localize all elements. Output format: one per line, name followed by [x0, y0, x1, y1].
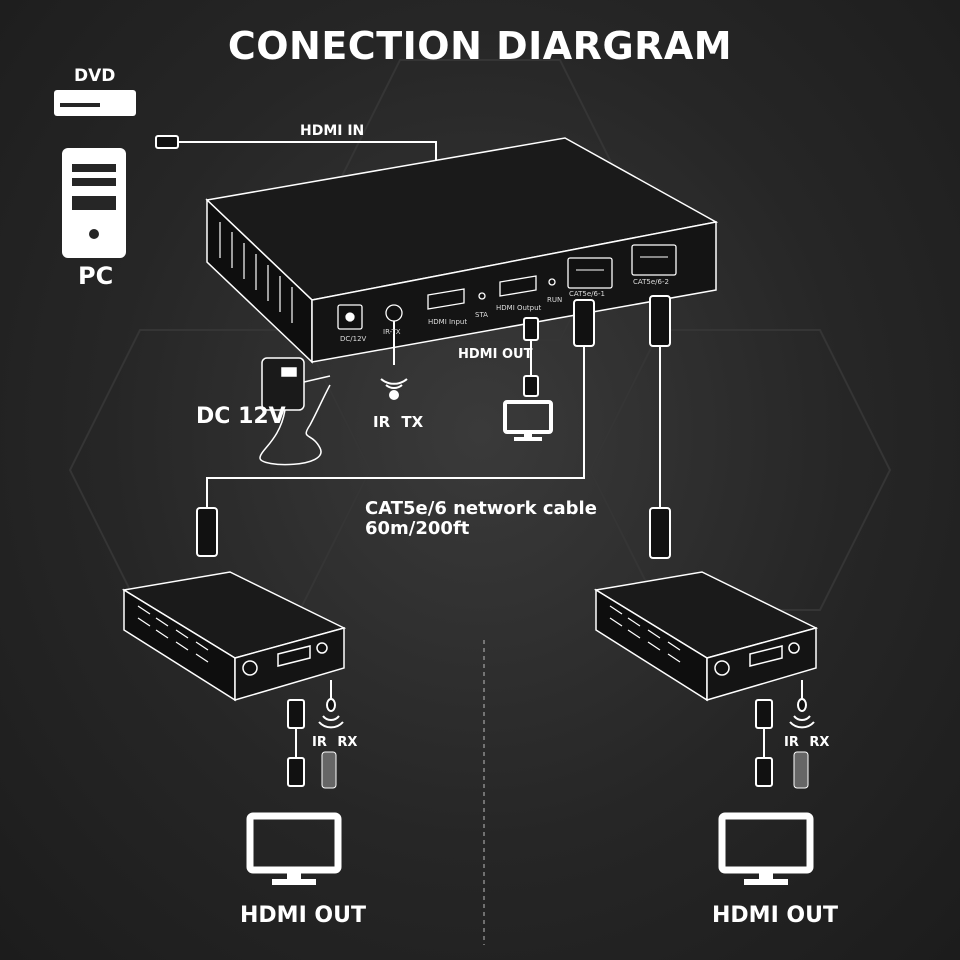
right-monitor-icon	[718, 812, 814, 885]
dvd-icon	[54, 90, 136, 116]
right-hdmi-out-label: HDMI OUT	[712, 903, 838, 928]
dvd-label: DVD	[74, 66, 116, 86]
small-monitor-icon	[503, 400, 553, 441]
left-hdmi-cable	[287, 699, 305, 787]
splitter-hdmi-out-label: HDMI OUT	[458, 347, 533, 362]
right-remote-icon	[793, 751, 809, 789]
right-hdmi-cable	[755, 699, 773, 787]
left-ir-rx-icon	[318, 680, 344, 729]
left-remote-icon	[321, 751, 337, 789]
right-ir-rx-icon	[789, 680, 815, 729]
left-hdmi-out-label: HDMI OUT	[240, 903, 366, 928]
cat-cable-2	[649, 295, 671, 559]
port-irtx-label: IR-TX	[383, 328, 401, 336]
receiver-left	[121, 571, 347, 702]
power-adapter	[259, 357, 331, 466]
left-monitor-icon	[246, 812, 342, 885]
port-cat2-label: CAT5e/6-2	[633, 278, 669, 286]
pc-label: PC	[78, 262, 114, 290]
power-label: DC 12V	[196, 404, 286, 429]
receiver-right-vents	[609, 605, 681, 663]
port-cat1-label: CAT5e/6-1	[569, 290, 605, 298]
cable-label-line1: CAT5e/6 network cable	[365, 498, 597, 519]
port-sta-label: STA	[475, 311, 488, 319]
cat-cable-1	[196, 299, 595, 557]
cable-label-line2: 60m/200ft	[365, 518, 470, 539]
pc-tower-icon	[62, 148, 126, 258]
left-ir-rx-label: IR RX	[312, 735, 358, 750]
splitter-ports	[337, 244, 677, 330]
port-run-label: RUN	[547, 296, 563, 304]
port-hdmi-input-label: HDMI Input	[428, 318, 468, 326]
right-ir-rx-label: IR RX	[784, 735, 830, 750]
hdmi-in-label: HDMI IN	[300, 123, 365, 139]
receiver-left-vents	[137, 605, 209, 663]
ir-tx-label: IR TX	[373, 413, 424, 431]
hdmi-out-cable	[523, 317, 539, 397]
splitter-vents	[219, 222, 293, 323]
ir-tx-signal-icon	[380, 378, 408, 400]
port-dc-label: DC/12V	[340, 335, 367, 343]
rj45-pins	[576, 256, 668, 271]
diagram-title: CONECTION DIARGRAM	[227, 24, 733, 68]
receiver-right	[593, 571, 819, 702]
port-hdmi-output-label: HDMI Output	[496, 304, 542, 312]
